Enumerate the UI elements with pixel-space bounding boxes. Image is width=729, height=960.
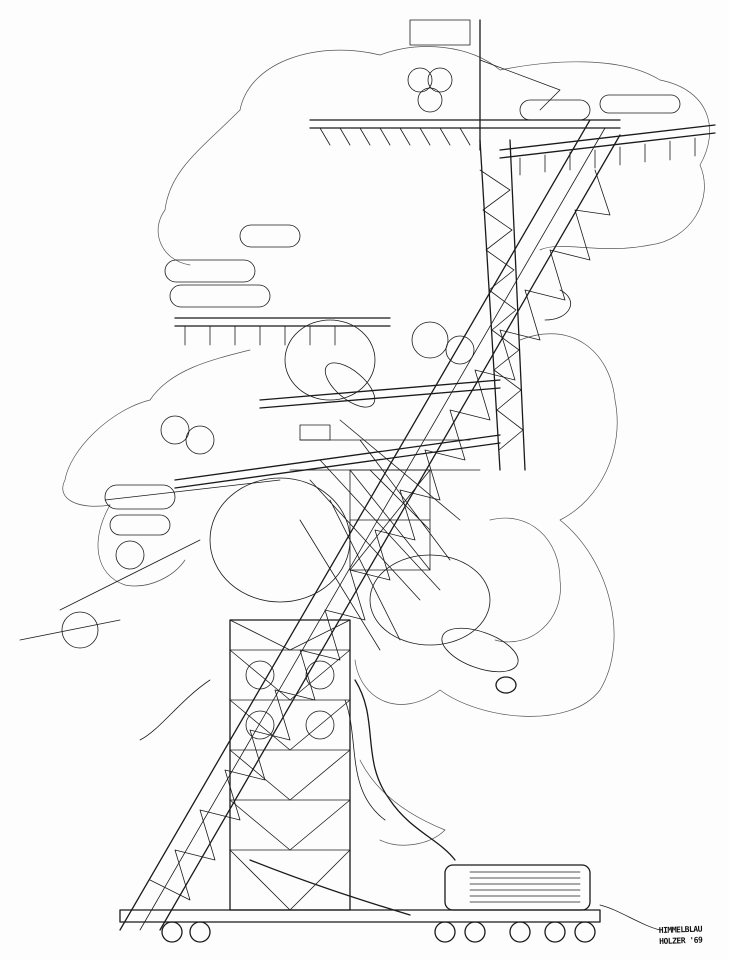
pods xyxy=(61,67,681,694)
truck xyxy=(119,864,601,943)
signature-line-2: HOLZER '69 xyxy=(659,935,703,947)
balloon-center xyxy=(209,477,351,603)
balloon-center-upper xyxy=(284,319,376,401)
cloud-lower xyxy=(359,759,446,846)
artist-signature: HIMMELBLAU HOLZER '69 xyxy=(659,923,720,947)
cloud-top xyxy=(239,46,710,251)
cloud-middle-left xyxy=(62,349,251,507)
cloud-right-inner xyxy=(489,517,561,643)
cables xyxy=(139,289,661,931)
cloud-upper-left xyxy=(157,109,241,266)
cloud-right-large xyxy=(354,333,618,717)
cloud-left-lobe xyxy=(97,504,186,587)
top-mast xyxy=(409,19,561,151)
lattice-mast xyxy=(119,119,621,931)
